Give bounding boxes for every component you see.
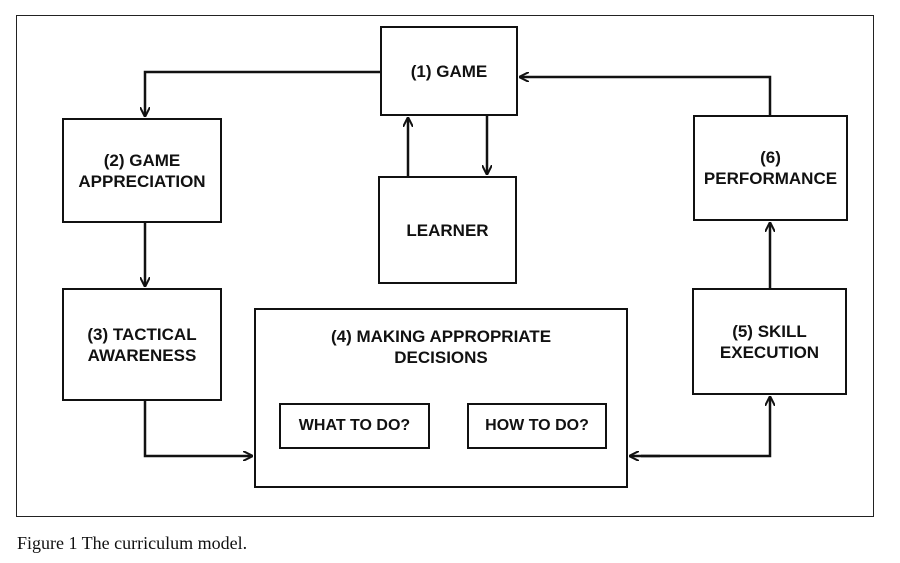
node-game-appreciation-line-1: (2) GAME — [103, 150, 181, 170]
node-learner: LEARNER — [378, 176, 517, 284]
node-tactical-awareness-line-1: (3) TACTICAL — [87, 324, 197, 344]
node-performance-line-2: PERFORMANCE — [703, 169, 838, 188]
node-making-decisions-line-1: (4) MAKING APPROPRIATE — [330, 327, 552, 346]
node-skill-execution-line-2: EXECUTION — [719, 342, 820, 362]
node-tactical-awareness-line-2: AWARENESS — [87, 345, 197, 365]
node-performance-line-1: (6) — [760, 148, 781, 167]
arrow-tactical-to-decisions — [143, 401, 252, 456]
node-game-appreciation: (2) GAME APPRECIATION — [62, 118, 222, 223]
node-learner-label: LEARNER — [406, 220, 489, 240]
node-skill-execution: (5) SKILL EXECUTION — [692, 288, 847, 395]
arrow-game-to-appreciation — [145, 70, 380, 116]
node-how-to-do: HOW TO DO? — [467, 403, 607, 449]
figure-frame — [16, 15, 874, 517]
node-performance: (6) PERFORMANCE — [693, 115, 848, 221]
node-tactical-awareness: (3) TACTICAL AWARENESS — [62, 288, 222, 401]
node-what-to-do: WHAT TO DO? — [279, 403, 430, 449]
node-game: (1) GAME — [380, 26, 518, 116]
node-game-label: (1) GAME — [410, 61, 488, 81]
arrow-performance-to-game — [520, 77, 772, 115]
arrow-decisions-to-skill — [641, 397, 770, 458]
node-game-appreciation-line-2: APPRECIATION — [78, 171, 206, 191]
node-making-decisions-line-2: DECISIONS — [394, 348, 488, 367]
node-making-decisions: (4) MAKING APPROPRIATE DECISIONS — [254, 308, 628, 488]
node-skill-execution-line-1: (5) SKILL — [732, 321, 807, 341]
figure-caption: Figure 1 The curriculum model. — [17, 533, 248, 553]
node-what-to-do-label: WHAT TO DO? — [298, 417, 411, 434]
node-how-to-do-label: HOW TO DO? — [485, 417, 589, 434]
